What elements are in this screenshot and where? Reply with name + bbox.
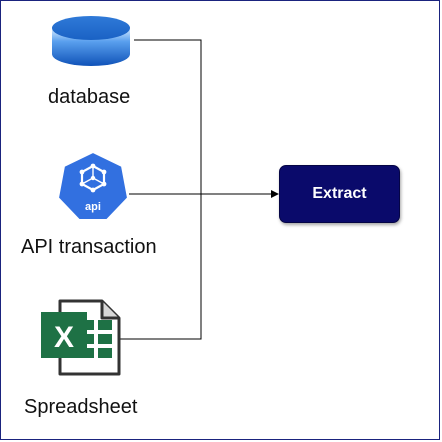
spreadsheet-label: Spreadsheet bbox=[24, 396, 138, 418]
excel-badge-text: X bbox=[54, 321, 74, 354]
api-transaction-label: API transaction bbox=[21, 236, 157, 258]
api-badge-text: api bbox=[85, 201, 101, 213]
excel-file-icon: X bbox=[41, 299, 121, 376]
database-label: database bbox=[48, 86, 131, 108]
extract-process-box[interactable]: Extract bbox=[279, 165, 400, 223]
api-hexagon-icon: api bbox=[56, 150, 130, 221]
connector-database bbox=[134, 39, 202, 194]
connector-spreadsheet bbox=[120, 194, 202, 340]
database-icon bbox=[52, 16, 130, 66]
